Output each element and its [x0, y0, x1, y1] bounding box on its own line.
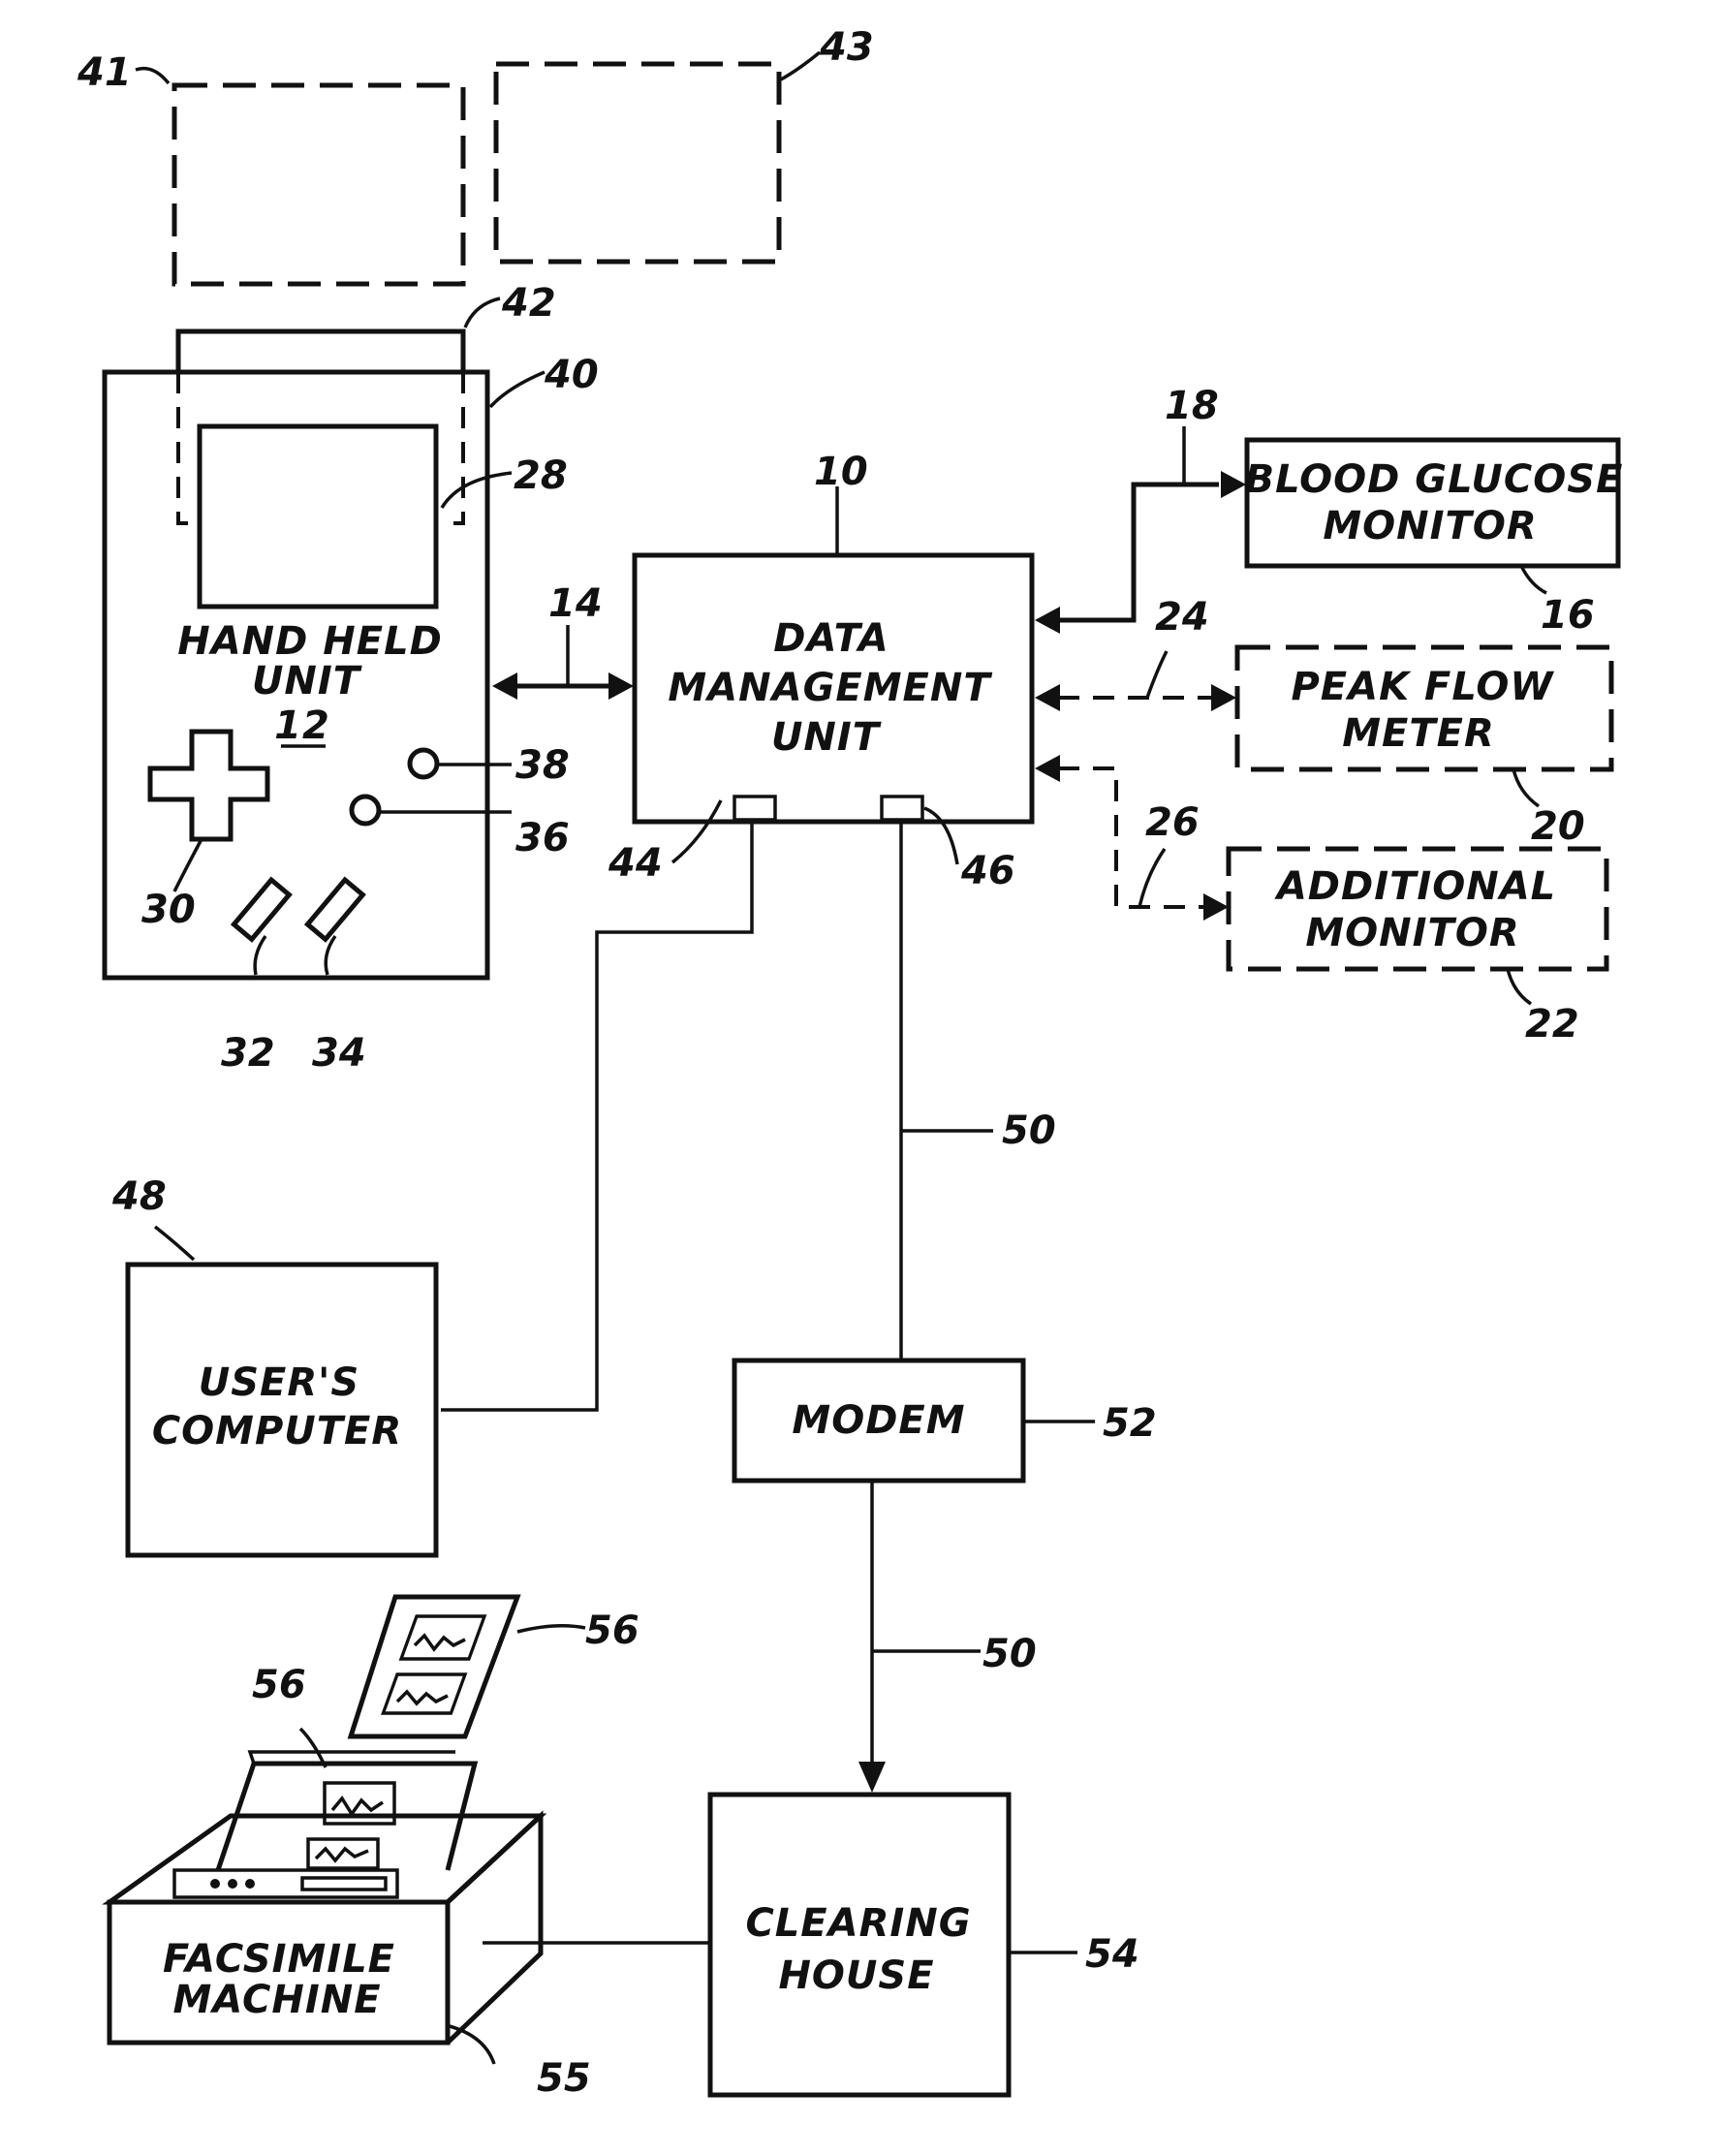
- ref-54: 54: [1085, 1932, 1139, 1977]
- optional-module-41: [174, 85, 463, 284]
- ref-44: 44: [608, 841, 663, 886]
- ref-46: 46: [960, 849, 1015, 893]
- key-32: [234, 880, 289, 939]
- hand-held-unit-label-2: UNIT: [252, 659, 362, 703]
- ref-40: 40: [544, 353, 599, 397]
- ref-10: 10: [814, 450, 868, 494]
- uc-label-2: COMPUTER: [152, 1409, 402, 1453]
- bgm-label-2: MONITOR: [1323, 504, 1537, 548]
- key-34: [307, 880, 362, 939]
- ref-42: 42: [501, 281, 556, 326]
- ref-52: 52: [1103, 1401, 1157, 1446]
- ref-38: 38: [515, 743, 570, 788]
- ref-50-lower: 50: [982, 1632, 1037, 1676]
- hand-held-unit-ref: 12: [274, 703, 330, 748]
- ref-55: 55: [537, 2056, 591, 2101]
- pfm-label-1: PEAK FLOW: [1291, 665, 1554, 709]
- am-label-1: ADDITIONAL: [1274, 864, 1556, 909]
- display-screen: [200, 426, 436, 607]
- fax-label-2: MACHINE: [172, 1978, 381, 2022]
- fax-label-1: FACSIMILE: [163, 1937, 395, 1982]
- ref-32: 32: [221, 1031, 275, 1076]
- port-44: [734, 797, 775, 820]
- direction-pad: [150, 732, 267, 839]
- ref-34: 34: [312, 1031, 366, 1076]
- bgm-label-1: BLOOD GLUCOSE: [1245, 457, 1624, 502]
- ref-30: 30: [141, 888, 196, 932]
- ch-label-2: HOUSE: [778, 1953, 934, 1998]
- ref-56-fax: 56: [252, 1663, 306, 1707]
- ref-22: 22: [1525, 1002, 1579, 1047]
- ref-16: 16: [1541, 593, 1595, 638]
- ref-18: 18: [1165, 384, 1219, 428]
- am-label-2: MONITOR: [1305, 911, 1519, 955]
- ref-50-upper: 50: [1002, 1109, 1056, 1153]
- ref-14: 14: [548, 581, 603, 626]
- ref-24: 24: [1155, 595, 1209, 640]
- ref-26: 26: [1145, 800, 1200, 845]
- ref-56-sheet: 56: [585, 1609, 639, 1653]
- fax-printout: [351, 1597, 517, 1736]
- optional-module-43: [496, 64, 779, 262]
- hand-held-unit-label-1: HAND HELD: [177, 619, 443, 664]
- ref-28: 28: [514, 453, 568, 498]
- dmu-label-1: DATA: [773, 616, 889, 661]
- ref-36: 36: [515, 816, 570, 860]
- modem-label: MODEM: [792, 1398, 965, 1443]
- ref-48: 48: [111, 1174, 167, 1219]
- ref-41: 41: [77, 50, 132, 95]
- button-36: [352, 797, 379, 824]
- ref-20: 20: [1531, 804, 1585, 849]
- dmu-label-2: MANAGEMENT: [668, 666, 992, 710]
- uc-label-1: USER'S: [199, 1360, 359, 1405]
- ch-label-1: CLEARING: [745, 1901, 971, 1946]
- button-38: [410, 750, 437, 777]
- pfm-label-2: METER: [1342, 711, 1495, 756]
- port-46: [882, 797, 922, 820]
- dmu-label-3: UNIT: [771, 715, 882, 760]
- ref-43: 43: [819, 25, 874, 70]
